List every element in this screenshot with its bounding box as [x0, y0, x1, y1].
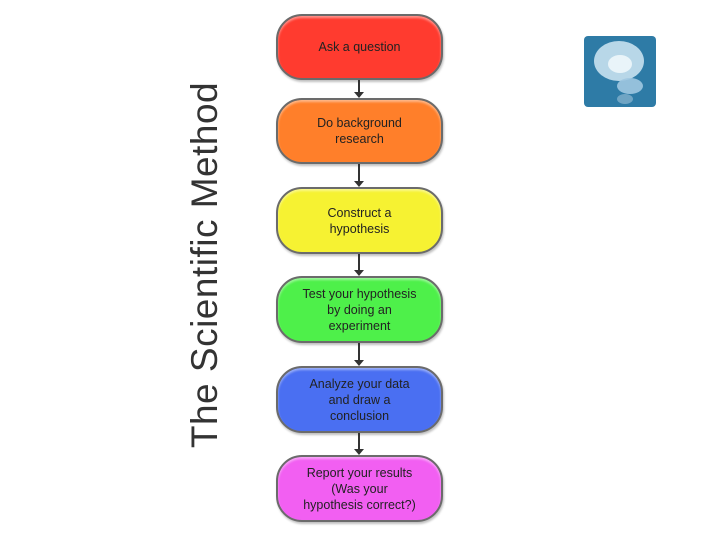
flow-arrow — [354, 164, 364, 187]
flow-arrow — [354, 343, 364, 366]
flow-arrow — [354, 80, 364, 98]
step-report-results: Report your results (Was your hypothesis… — [276, 455, 443, 522]
thought-bubbles-icon — [584, 36, 656, 107]
bubble-tiny — [617, 94, 633, 104]
step-construct-hypothesis: Construct a hypothesis — [276, 187, 443, 254]
step-label: Report your results (Was your hypothesis… — [303, 465, 416, 512]
diagram-title: The Scientific Method — [184, 81, 225, 449]
bubble-medium — [617, 78, 643, 94]
step-label: Do background research — [317, 116, 402, 146]
step-label: Construct a hypothesis — [327, 205, 392, 236]
step-label: Test your hypothesis by doing an experim… — [302, 286, 417, 333]
step-ask-question: Ask a question — [276, 14, 443, 80]
step-label: Ask a question — [318, 40, 401, 54]
step-test-hypothesis: Test your hypothesis by doing an experim… — [276, 276, 443, 343]
bubble-small — [608, 55, 632, 73]
step-background-research: Do background research — [276, 98, 443, 164]
step-label: Analyze your data and draw a conclusion — [309, 376, 410, 423]
step-analyze-data: Analyze your data and draw a conclusion — [276, 366, 443, 433]
flow-arrow — [354, 254, 364, 276]
flow-arrow — [354, 433, 364, 455]
